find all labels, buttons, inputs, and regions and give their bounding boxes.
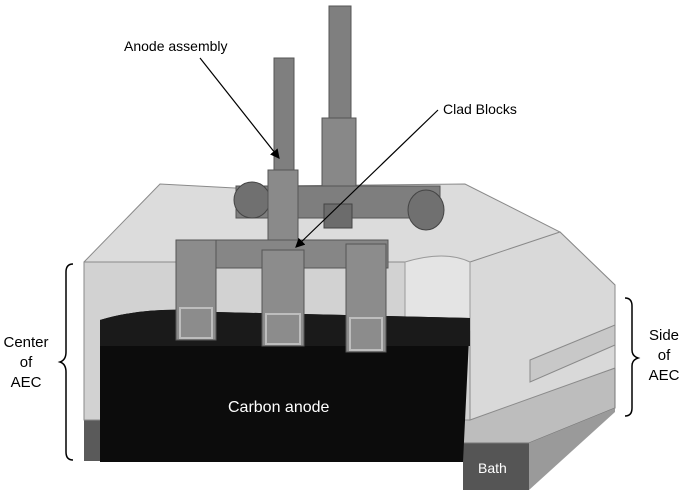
side-of-aec-label: Side of AEC [643, 326, 685, 386]
bath-layer [84, 367, 616, 490]
center-of-aec-line-2: of [19, 354, 33, 371]
anode-assembly-rear [233, 5, 445, 231]
clad-block-left [179, 307, 213, 339]
bath-slab-side-lower [529, 408, 615, 490]
rear-rod-top [328, 5, 352, 125]
side-of-aec-line-3: AEC [648, 367, 680, 384]
cover-side-ledge [529, 324, 616, 383]
anode-assembly-label: Anode assembly [124, 38, 228, 54]
side-of-aec-line-2: of [657, 347, 671, 364]
center-of-aec-line-1: Center [3, 334, 49, 351]
bath-label: Bath [478, 460, 507, 476]
clad-block-center [265, 313, 301, 345]
front-rod-lower [267, 169, 299, 247]
center-of-aec-line-3: AEC [10, 374, 42, 391]
anode-assembly-front [175, 57, 389, 353]
side-of-aec-line-1: Side [648, 327, 680, 344]
clad-block-right [349, 317, 383, 351]
leg-right [345, 243, 387, 353]
base-left-strip [84, 413, 100, 461]
rear-stub-left [233, 181, 271, 219]
rear-stub-right [407, 189, 445, 231]
center-of-aec-label: Center of AEC [0, 333, 52, 393]
leg-left [175, 239, 217, 341]
bath-block [463, 443, 529, 490]
carbon-anode-label: Carbon anode [228, 399, 330, 416]
anode-assembly-pointer [199, 57, 280, 159]
clad-blocks-pointer [295, 109, 439, 248]
center-bracket [57, 263, 74, 461]
side-bracket [624, 297, 641, 417]
clad-blocks-label: Clad Blocks [443, 101, 517, 117]
front-rod-top [273, 57, 295, 179]
leg-center [261, 249, 305, 347]
